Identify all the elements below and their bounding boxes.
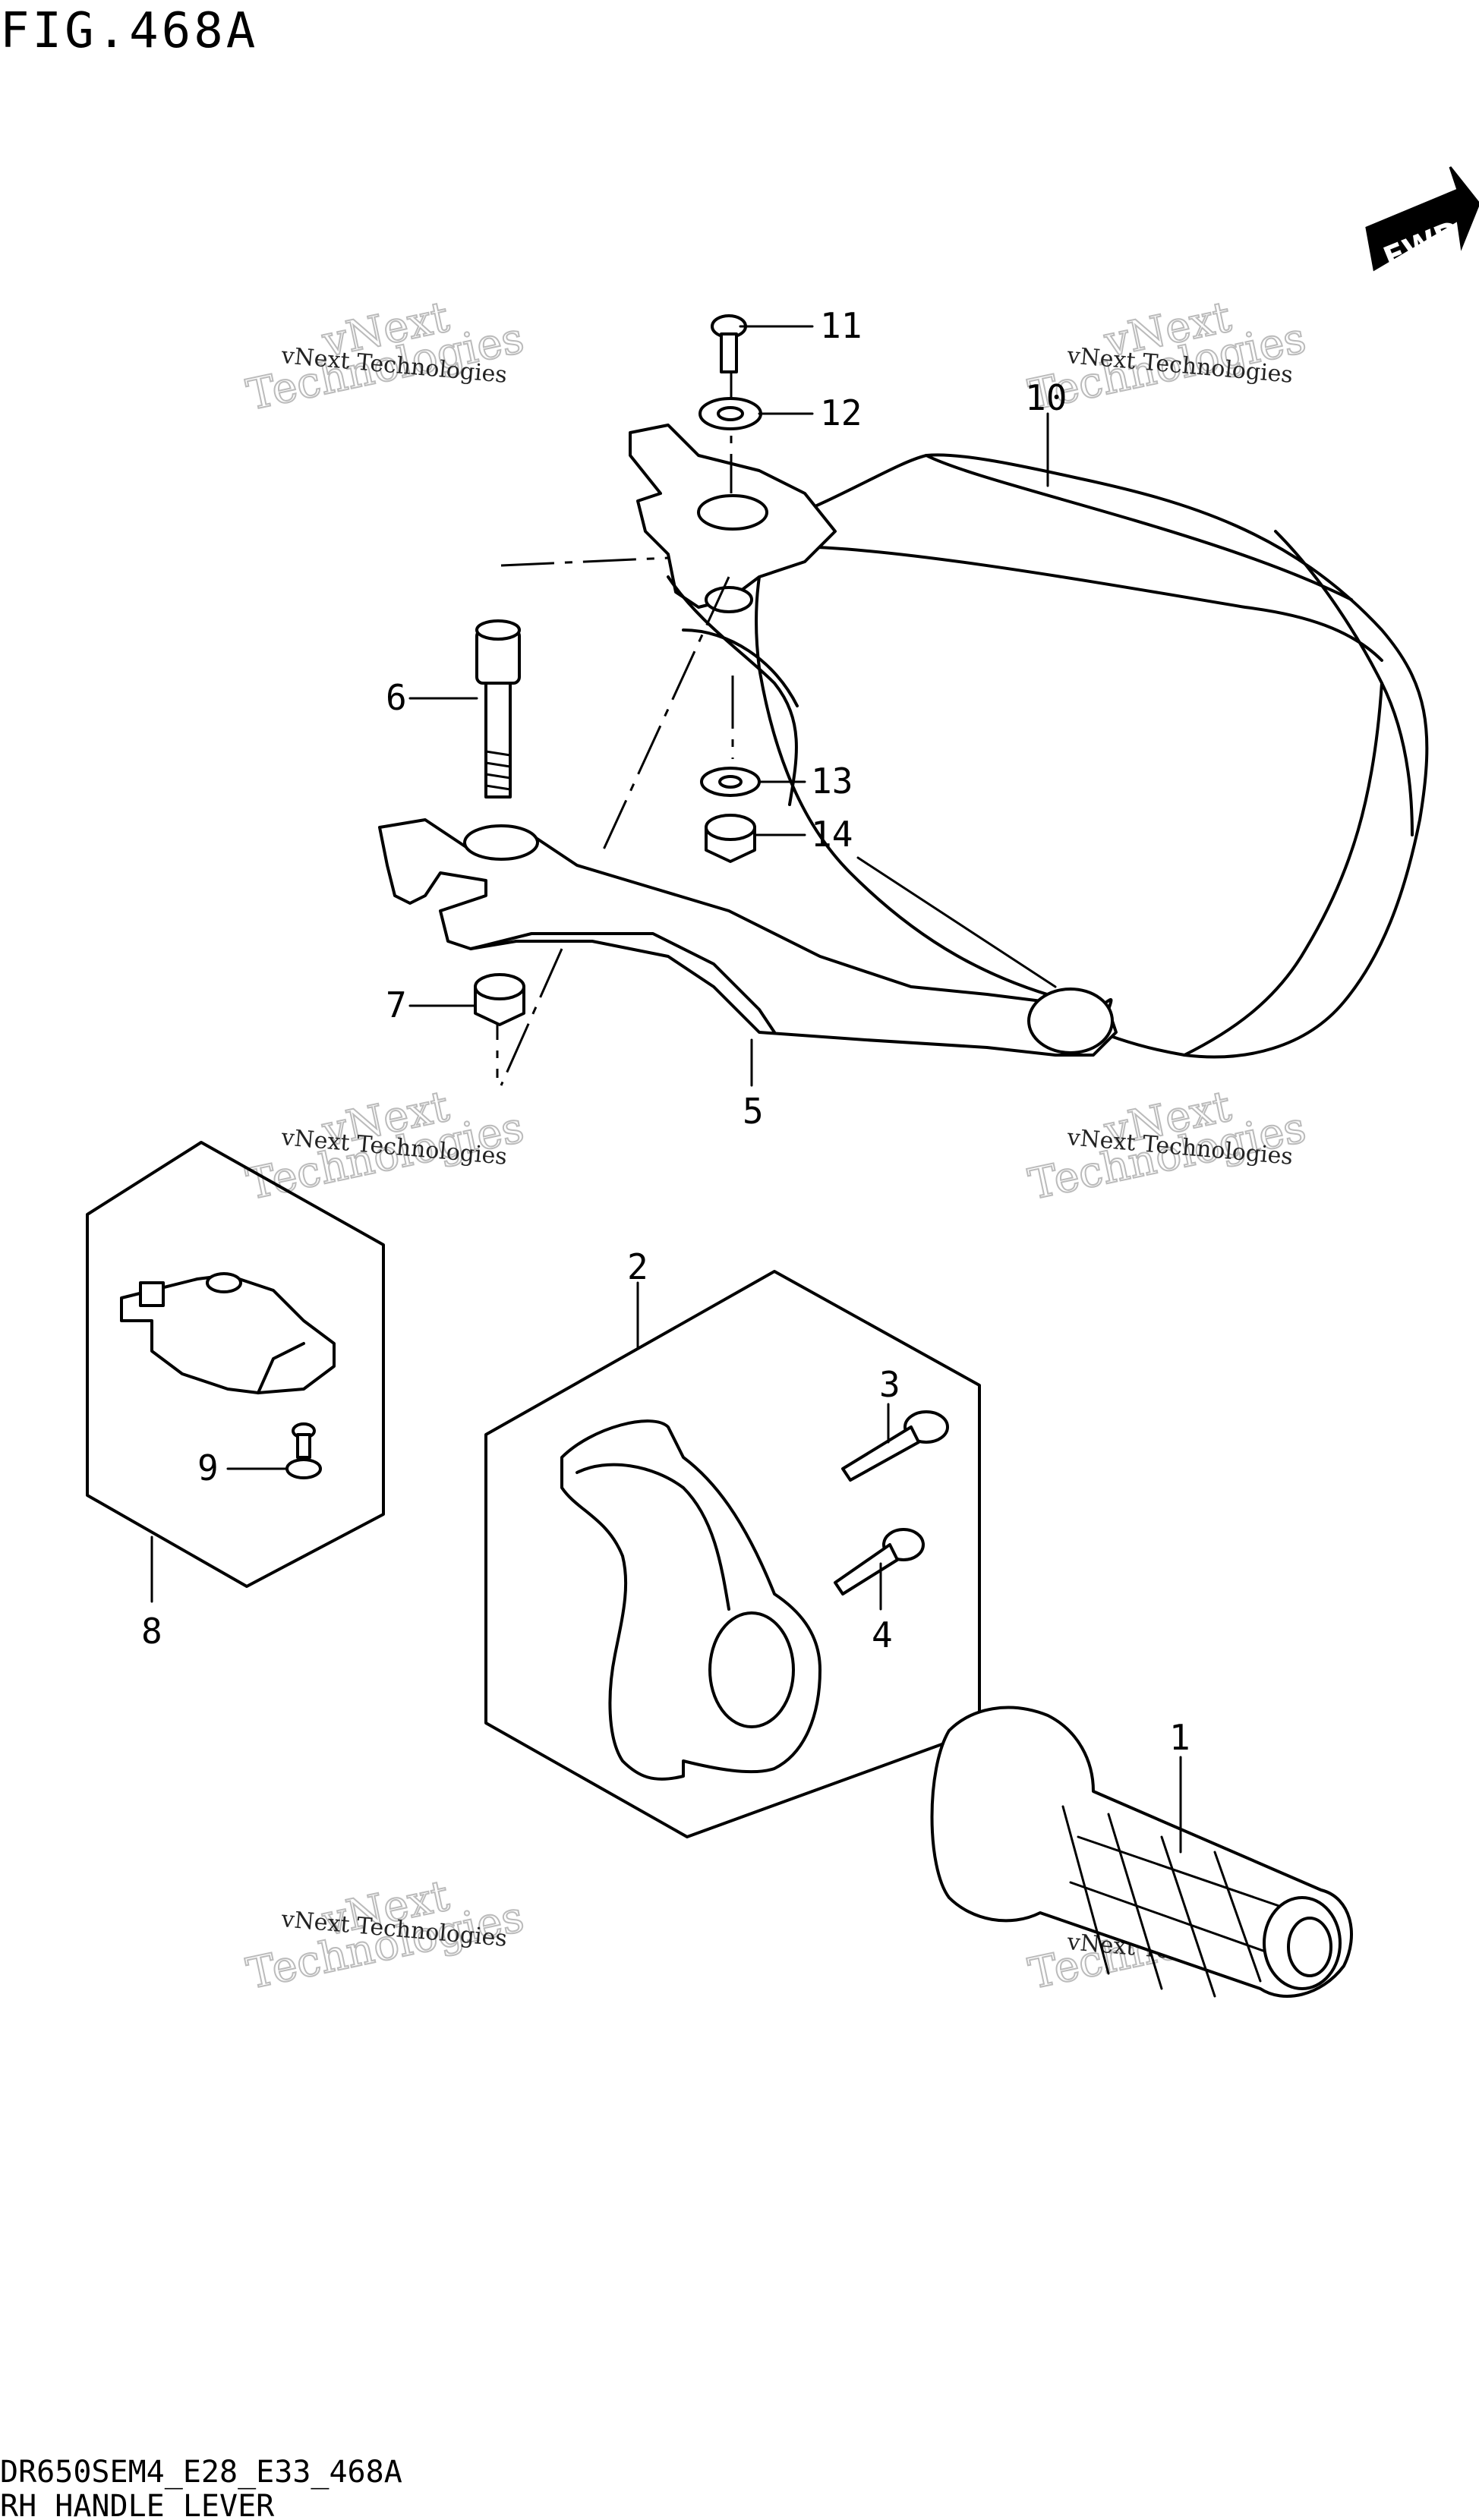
callout-10: 10 bbox=[1025, 377, 1067, 418]
screw-3 bbox=[841, 1410, 949, 1482]
watermark-bottom-left: Technologies vNext vNext Technologies bbox=[241, 1870, 528, 2000]
callout-11: 11 bbox=[820, 305, 862, 346]
callout-1: 1 bbox=[1169, 1717, 1190, 1758]
throttle-housing bbox=[560, 1419, 821, 1781]
switch-kit-outline bbox=[86, 1141, 385, 1588]
leader-lines bbox=[150, 325, 1182, 1854]
mount-bracket bbox=[629, 424, 837, 806]
brake-lever bbox=[378, 818, 1118, 1057]
watermark-top-left: Technologies vNext vNext Technologies bbox=[241, 291, 528, 421]
washer-12 bbox=[699, 397, 762, 430]
callout-5: 5 bbox=[743, 1091, 764, 1132]
throttle-kit-outline bbox=[484, 1270, 981, 1838]
hand-guard bbox=[755, 453, 1429, 1059]
alignment-line bbox=[500, 556, 669, 567]
throttle-grip bbox=[930, 1706, 1353, 1998]
nut-7 bbox=[474, 973, 525, 1026]
washer-13 bbox=[700, 767, 761, 797]
watermark-mid-right: Technologies vNext vNext Technologies bbox=[1023, 1081, 1310, 1211]
callout-2: 2 bbox=[627, 1246, 648, 1287]
callout-12: 12 bbox=[820, 392, 862, 433]
brake-switch bbox=[120, 1272, 336, 1394]
callout-9: 9 bbox=[197, 1447, 219, 1488]
callout-3: 3 bbox=[879, 1364, 900, 1405]
alignment-line bbox=[500, 948, 563, 1086]
callout-8: 8 bbox=[141, 1611, 162, 1652]
figure-title: FIG.468A bbox=[0, 3, 258, 59]
callout-4: 4 bbox=[872, 1614, 893, 1655]
screw-9 bbox=[285, 1422, 322, 1479]
callout-13: 13 bbox=[811, 761, 853, 802]
alignment-line bbox=[598, 576, 730, 858]
diagram-caption: RH HANDLE LEVER bbox=[0, 2489, 275, 2520]
nut-14 bbox=[705, 814, 756, 863]
fwd-arrow-icon: FWD bbox=[1365, 166, 1479, 276]
screw-4 bbox=[834, 1528, 925, 1595]
callout-6: 6 bbox=[386, 677, 407, 718]
callout-14: 14 bbox=[811, 814, 853, 855]
diagram-code: DR650SEM4_E28_E33_468A bbox=[0, 2455, 402, 2490]
callout-7: 7 bbox=[386, 984, 407, 1025]
screw-11 bbox=[711, 314, 747, 373]
bolt-6 bbox=[475, 619, 521, 799]
watermark-top-right: Technologies vNext vNext Technologies bbox=[1023, 291, 1310, 421]
